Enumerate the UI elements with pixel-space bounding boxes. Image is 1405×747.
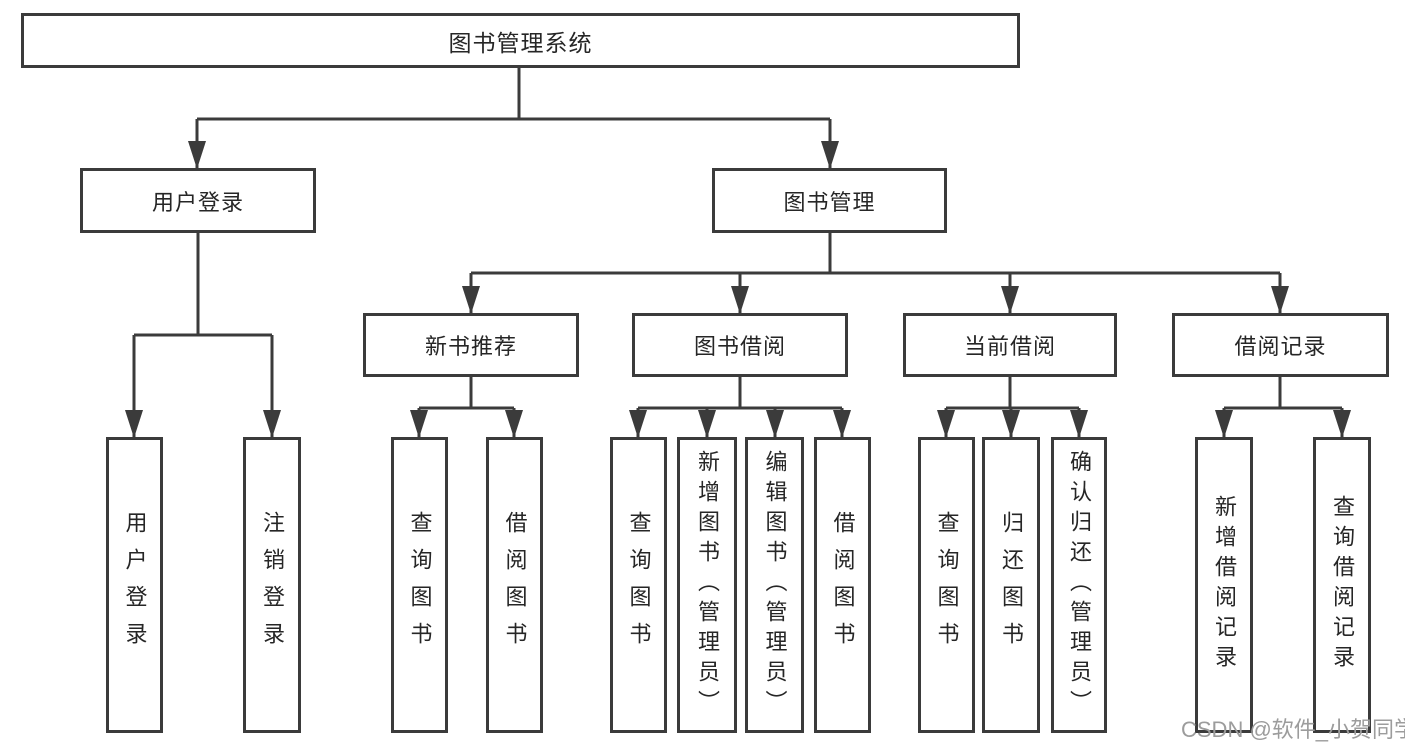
node-label: 查询借阅记录: [1330, 495, 1355, 675]
node-book-management: 图书管理: [712, 168, 947, 233]
node-confirm-return-admin: 确认归还（管理员）: [1051, 437, 1107, 733]
node-label: 新增借阅记录: [1212, 495, 1237, 675]
connector-book-management-branch: [471, 233, 1280, 275]
node-add-borrow-record: 新增借阅记录: [1195, 437, 1253, 733]
node-borrow-books-2: 借阅图书: [814, 437, 871, 733]
node-label: 图书借阅: [693, 334, 786, 359]
node-book-borrow: 图书借阅: [632, 313, 848, 377]
connector-user-login-branch: [134, 233, 272, 337]
node-query-books-3: 查询图书: [918, 437, 975, 733]
node-label: 查询图书: [407, 511, 433, 659]
node-logout-leaf: 注销登录: [243, 437, 301, 733]
node-borrow-records: 借阅记录: [1172, 313, 1389, 377]
node-label: 归还图书: [999, 511, 1024, 659]
node-new-book-recommend: 新书推荐: [363, 313, 579, 377]
node-label: 借阅图书: [502, 511, 528, 659]
node-query-books-1: 查询图书: [391, 437, 448, 733]
node-label: 借阅图书: [830, 511, 856, 659]
node-label: 查询图书: [934, 511, 960, 659]
node-edit-book-admin: 编辑图书（管理员）: [745, 437, 804, 733]
node-label: 注销登录: [260, 511, 285, 659]
node-user-login: 用户登录: [80, 168, 316, 233]
node-query-books-2: 查询图书: [610, 437, 667, 733]
node-query-borrow-record: 查询借阅记录: [1313, 437, 1371, 733]
csdn-watermark: CSDN @软件_小贺同学: [1181, 717, 1405, 742]
connector-root-to-level2: [197, 68, 830, 121]
connector-borrow-records-group: [1224, 377, 1342, 410]
node-add-book-admin: 新增图书（管理员）: [677, 437, 737, 733]
node-current-borrow: 当前借阅: [903, 313, 1117, 377]
node-borrow-books-1: 借阅图书: [486, 437, 543, 733]
connector-current-borrow-group: [946, 377, 1079, 410]
node-label: 当前借阅: [963, 334, 1056, 359]
node-label: 图书管理系统: [448, 29, 593, 56]
node-label: 确认归还（管理员）: [1067, 450, 1092, 720]
node-user-login-leaf: 用户登录: [106, 437, 163, 733]
connector-new-book-recommend-group: [419, 377, 514, 410]
node-label: 用户登录: [122, 511, 148, 659]
connector-book-borrow-group: [638, 377, 842, 410]
node-label: 图书管理: [783, 189, 876, 215]
node-label: 查询图书: [626, 511, 652, 659]
node-library-management-system: 图书管理系统: [21, 13, 1020, 68]
node-label: 用户登录: [151, 189, 244, 215]
node-label: 编辑图书（管理员）: [762, 450, 788, 720]
node-label: 新书推荐: [424, 334, 517, 359]
node-return-book: 归还图书: [982, 437, 1040, 733]
node-label: 新增图书（管理员）: [695, 450, 720, 720]
node-label: 借阅记录: [1234, 334, 1327, 359]
